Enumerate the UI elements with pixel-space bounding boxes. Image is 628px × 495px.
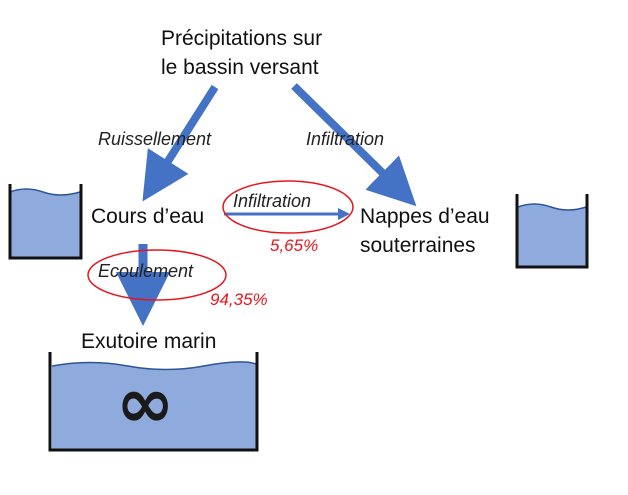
infinity-icon: ∞ [116,362,175,444]
river-tank [8,184,83,260]
groundwater-tank [515,194,589,269]
sea-basin [48,352,259,452]
infiltration-top-arrow [291,83,417,207]
infiltration-percentage: 5,65% [270,236,319,255]
source-label-line2: le bassin versant [161,56,319,79]
infiltration-highlight [222,180,354,234]
sea-label: Exutoire marin [81,330,217,353]
runoff-label: Ruissellement [98,129,212,149]
flow-percentage: 94,35% [210,290,268,309]
flow-highlight [87,249,227,301]
groundwater-label-line2: souterraines [360,234,476,257]
groundwater-label-line1: Nappes d’eau [360,205,490,228]
river-label: Cours d’eau [91,205,205,228]
infiltration-river-label: Infiltration [233,191,312,211]
flow-label: Ecoulement [98,261,194,281]
infiltration-top-label: Infiltration [306,129,385,149]
runoff-arrow [142,84,219,202]
source-label-line1: Précipitations sur [161,27,323,50]
